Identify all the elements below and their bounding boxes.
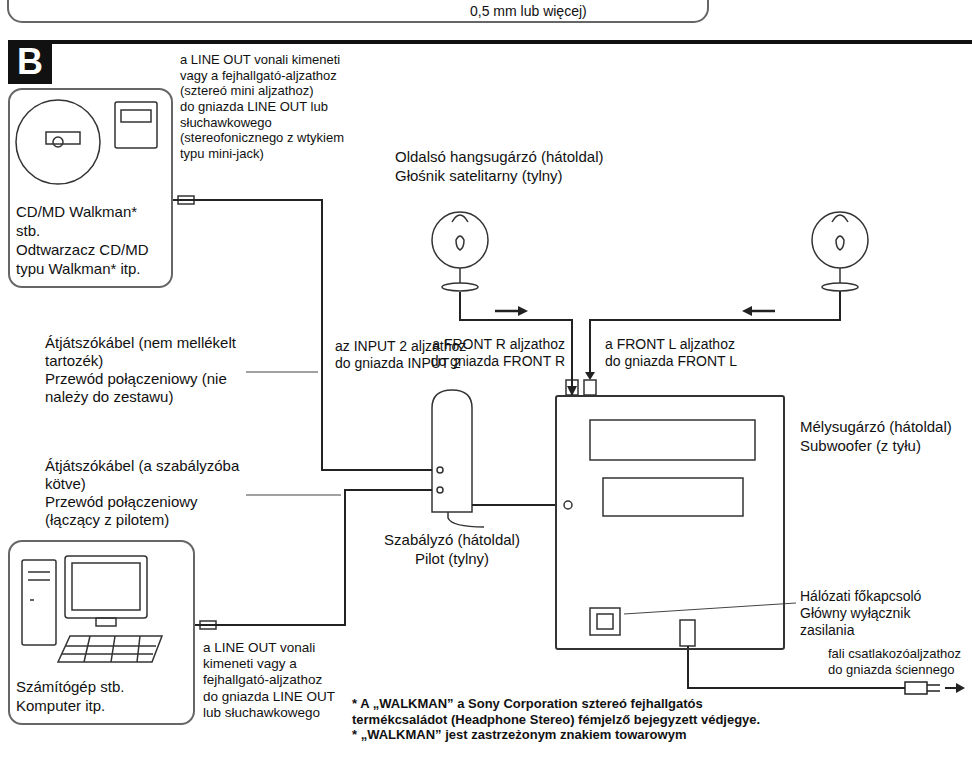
node-text: Számítógép stb. <box>16 677 187 696</box>
callout-label: do gniazda LINE OUT lub słuchawkowego <box>203 689 343 721</box>
speaker-drawing <box>432 212 488 268</box>
device-box: Számítógép stb.Komputer itp. <box>8 540 195 725</box>
mains-cord <box>956 683 965 693</box>
computer-drawing <box>22 560 56 645</box>
callout-label: Przewód połączeniowy (łączący z pilotem) <box>45 493 240 529</box>
mains-cord <box>905 682 927 694</box>
computer-drawing <box>22 556 226 662</box>
callout-label: Hálózati főkapcsoló <box>800 588 950 605</box>
device-box: CD/MD Walkman* stb.Odtwarzacz CD/MD typu… <box>8 88 173 288</box>
subwoofer-drawing <box>590 608 620 635</box>
controller-drawing <box>432 390 484 527</box>
speaker-drawing <box>452 215 468 222</box>
controller-unit: Szabályzó (hátoldal)Pilot (tylny) <box>432 390 472 520</box>
speaker-drawing <box>832 215 848 222</box>
callout-label: a FRONT L aljzathoz <box>605 336 775 353</box>
callout-label: 0,5 mm lub więcej) <box>470 3 670 20</box>
speaker-drawing <box>442 283 478 291</box>
speaker-drawing <box>432 212 868 291</box>
walkman-drawing <box>16 100 100 184</box>
section-bar <box>8 40 972 44</box>
controller-drawing <box>448 512 484 527</box>
controller-drawing <box>437 467 443 473</box>
mains-cord <box>945 687 956 689</box>
walkman-drawing <box>115 102 157 148</box>
callout-label: fali csatlakozóaljzathoz <box>828 646 968 662</box>
mains-cord <box>927 685 940 691</box>
node-text: CD/MD Walkman* stb. <box>16 202 165 240</box>
section-bar <box>8 40 52 84</box>
speaker-wire <box>590 291 840 372</box>
subwoofer-drawing <box>590 420 755 460</box>
node-text: Subwoofer (z tyłu) <box>800 436 960 455</box>
cable-connector <box>472 504 555 506</box>
footnote: * „WALKMAN” jest zastrzeżonym znakiem to… <box>352 727 792 743</box>
subwoofer-drawing <box>584 380 596 395</box>
walkman-drawing <box>53 137 63 147</box>
leader-line <box>246 495 341 496</box>
callout-label: do gniazda FRONT L <box>605 353 775 370</box>
node-text: Oldalsó hangsugárzó (hátoldal) <box>395 147 655 166</box>
top-panel <box>8 0 708 22</box>
computer-drawing <box>72 563 140 610</box>
node-text: Głośnik satelitarny (tylny) <box>395 166 655 185</box>
top-panel <box>8 0 708 22</box>
controller-drawing <box>437 487 443 493</box>
speaker-drawing <box>459 268 461 284</box>
footnote: * A „WALKMAN” a Sony Corporation sztereó… <box>352 696 792 727</box>
speaker-wire <box>518 306 528 316</box>
computer-drawing <box>58 636 162 662</box>
leader-line <box>246 372 318 373</box>
node-text: Szabályzó (hátoldal) <box>352 530 552 549</box>
subwoofer-unit: Mélysugárzó (hátoldal)Subwoofer (z tyłu) <box>555 395 785 650</box>
speaker-drawing <box>812 212 868 268</box>
subwoofer-drawing <box>564 501 572 509</box>
walkman-drawing <box>16 100 204 204</box>
leader-line <box>246 372 796 614</box>
node-text: Odtwarzacz CD/MD typu Walkman* itp. <box>16 240 165 278</box>
callout-label: Przewód połączeniowy (nie należy do zest… <box>45 370 240 406</box>
controller-drawing <box>432 390 472 512</box>
node-text: Komputer itp. <box>16 696 187 715</box>
computer-drawing <box>96 618 116 626</box>
speaker-drawing <box>822 283 858 291</box>
callout-label: Główny wyłącznik zasilania <box>800 605 950 639</box>
walkman-drawing <box>121 110 151 122</box>
cable-connector <box>195 490 432 625</box>
computer-drawing <box>28 572 50 600</box>
speaker-wire <box>585 372 595 380</box>
leader-line <box>624 603 796 614</box>
speaker-drawing <box>836 236 844 250</box>
callout-label: a FRONT R aljzathoz <box>405 336 565 353</box>
subwoofer-drawing <box>603 478 743 516</box>
speaker-drawing <box>456 236 464 250</box>
section-letter: B <box>8 40 52 84</box>
callout-label: Átjátszókábel (a szabályzóba kötve) <box>45 457 240 493</box>
subwoofer-drawing <box>597 614 613 629</box>
callout-label: do gniazda LINE OUT lub słuchawkowego (s… <box>180 99 358 161</box>
node-text: Pilot (tylny) <box>352 549 552 568</box>
callout-label: Átjátszókábel (nem mellékelt tartozék) <box>45 334 240 370</box>
subwoofer-drawing <box>680 620 695 646</box>
computer-drawing <box>62 636 156 662</box>
subwoofer-drawing <box>564 380 755 646</box>
computer-drawing <box>65 556 147 618</box>
node-text: Mélysugárzó (hátoldal) <box>800 417 960 436</box>
callout-label: do gniazda ściennego <box>828 662 968 678</box>
satellite-speaker: Oldalsó hangsugárzó (hátoldal)Głośnik sa… <box>395 145 655 292</box>
speaker-wire <box>495 310 775 313</box>
speaker-drawing <box>839 268 841 284</box>
callout-label: a LINE OUT vonali kimeneti vagy a fejhal… <box>203 640 343 689</box>
section-bar <box>8 40 972 84</box>
callout-label: do gniazda FRONT R <box>405 353 565 370</box>
speaker-wire <box>742 306 752 316</box>
callout-label: a LINE OUT vonali kimeneti vagy a fejhal… <box>180 52 358 99</box>
